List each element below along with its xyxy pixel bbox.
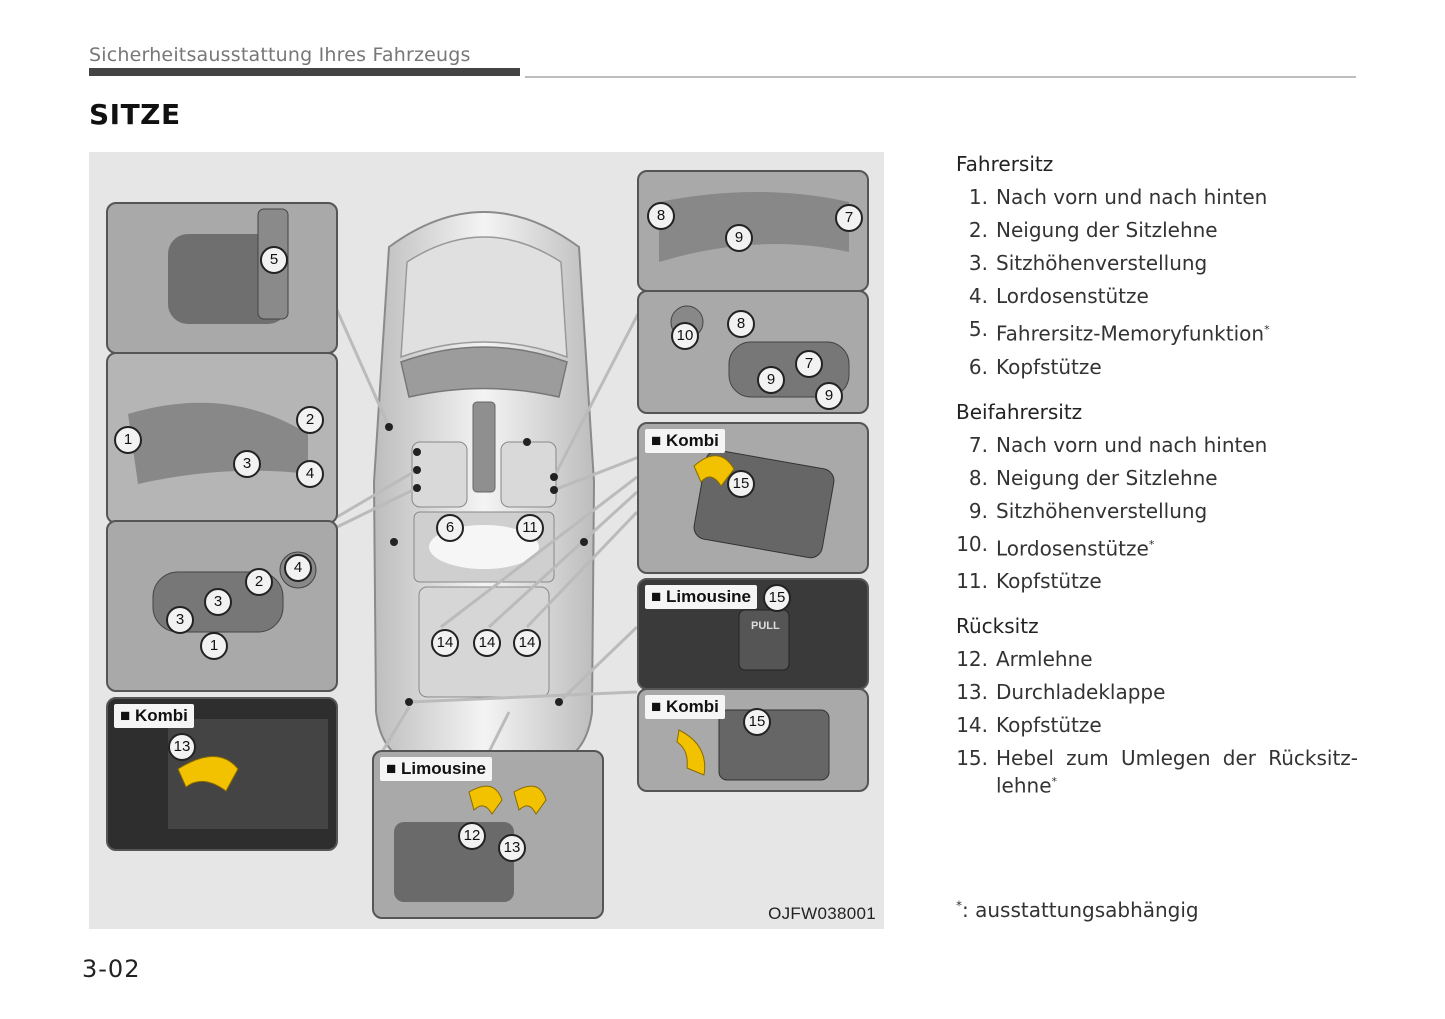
callout-3: 3 bbox=[233, 450, 261, 478]
variant-tag-limousine: ■ Limousine bbox=[380, 757, 493, 781]
memory-switch-panel: 5 bbox=[106, 202, 338, 354]
variant-tag-limousine: ■ Limousine bbox=[645, 585, 758, 609]
list-item: 12.Armlehne bbox=[956, 647, 1093, 672]
callout-11: 11 bbox=[516, 514, 544, 542]
list-item: 11.Kopfstütze bbox=[956, 569, 1102, 594]
list-item: 13.Durchladeklappe bbox=[956, 680, 1166, 705]
callout-5: 5 bbox=[260, 246, 288, 274]
callout-9: 9 bbox=[757, 366, 785, 394]
limousine-armrest-panel: ■ Limousine 12 13 bbox=[372, 750, 604, 919]
list-item: 14.Kopfstütze bbox=[956, 713, 1102, 738]
list-item: 3.Sitzhöhenverstellung bbox=[968, 251, 1208, 275]
passenger-seat-side-panel: 8 7 9 bbox=[637, 170, 869, 292]
variant-tag-kombi: ■ Kombi bbox=[114, 704, 194, 728]
header-rule bbox=[525, 76, 1356, 78]
callout-7: 7 bbox=[835, 204, 863, 232]
pull-label: PULL bbox=[751, 620, 780, 632]
callout-2: 2 bbox=[296, 406, 324, 434]
list-item: 8.Neigung der Sitzlehne bbox=[968, 465, 1218, 490]
callout-15: 15 bbox=[743, 708, 771, 736]
footnote-mark: * bbox=[1148, 537, 1155, 551]
callout-13: 13 bbox=[498, 834, 526, 862]
callout-6: 6 bbox=[436, 514, 464, 542]
list-item: 4.Lordosenstütze bbox=[968, 284, 1149, 308]
driver-seat-side-panel: 1 2 3 4 bbox=[106, 352, 338, 524]
figure-code: OJFW038001 bbox=[768, 904, 876, 923]
list-item: 2.Neigung der Sitzlehne bbox=[968, 218, 1218, 242]
kombi-rear-lever-panel: ■ Kombi 15 bbox=[637, 688, 869, 792]
callout-14: 14 bbox=[473, 629, 501, 657]
list-item: 9.Sitzhöhenverstellung bbox=[968, 498, 1208, 523]
list-item: 15.Hebel zum Umlegen der Rücksitz-lehne* bbox=[956, 746, 1358, 798]
variant-tag-kombi: ■ Kombi bbox=[645, 695, 725, 719]
callout-9: 9 bbox=[815, 382, 843, 410]
seat-illustration: 6 11 14 14 14 5 1 2 3 4 3 3 2 4 1 ■ Komb… bbox=[89, 152, 884, 929]
breadcrumb: Sicherheitsausstattung Ihres Fahrzeugs bbox=[89, 44, 471, 66]
section-ruecksitz: Rücksitz 12.Armlehne 13.Durchladeklappe … bbox=[956, 614, 1358, 798]
callout-3: 3 bbox=[204, 588, 232, 616]
section-title: Fahrersitz bbox=[956, 152, 1054, 176]
callout-13: 13 bbox=[168, 733, 196, 761]
callout-8: 8 bbox=[647, 202, 675, 230]
callout-4: 4 bbox=[296, 460, 324, 488]
footnote: *: ausstattungsabhängig bbox=[956, 898, 1199, 922]
legend-list: Fahrersitz 1.Nach vorn und nach hinten 2… bbox=[956, 152, 1358, 819]
section-beifahrersitz: Beifahrersitz 7.Nach vorn und nach hinte… bbox=[956, 400, 1358, 594]
kombi-folding-lever-panel: ■ Kombi 15 bbox=[637, 422, 869, 574]
car-overview-drawing bbox=[327, 211, 641, 763]
callout-3: 3 bbox=[166, 606, 194, 634]
callout-14: 14 bbox=[431, 629, 459, 657]
footnote-mark: * bbox=[1264, 323, 1270, 336]
footnote-mark: * bbox=[1051, 775, 1058, 789]
header-bar bbox=[89, 68, 520, 76]
list-item: 6.Kopfstütze bbox=[968, 354, 1102, 379]
section-title: Rücksitz bbox=[956, 614, 1039, 639]
callout-15: 15 bbox=[727, 470, 755, 498]
list-item: 1.Nach vorn und nach hinten bbox=[968, 185, 1268, 209]
variant-tag-kombi: ■ Kombi bbox=[645, 429, 725, 453]
driver-seat-switch-panel: 3 3 2 4 1 bbox=[106, 520, 338, 692]
list-item: 5.Fahrersitz-Memoryfunktion* bbox=[968, 317, 1270, 346]
callout-1: 1 bbox=[114, 426, 142, 454]
list-item: 10.Lordosenstütze* bbox=[956, 531, 1155, 561]
page-number: 3-02 bbox=[82, 955, 141, 983]
callout-7: 7 bbox=[795, 350, 823, 378]
callout-2: 2 bbox=[245, 568, 273, 596]
callout-10: 10 bbox=[671, 322, 699, 350]
callout-8: 8 bbox=[727, 310, 755, 338]
callout-15: 15 bbox=[763, 584, 791, 612]
limousine-folding-lever-panel: ■ Limousine 15 PULL bbox=[637, 578, 869, 690]
callout-14: 14 bbox=[513, 629, 541, 657]
kombi-armrest-panel: ■ Kombi 13 bbox=[106, 697, 338, 851]
callout-12: 12 bbox=[458, 822, 486, 850]
callout-9: 9 bbox=[725, 224, 753, 252]
section-fahrersitz: Fahrersitz 1.Nach vorn und nach hinten 2… bbox=[956, 152, 1358, 379]
page-title: SITZE bbox=[89, 98, 181, 131]
callout-1: 1 bbox=[200, 632, 228, 660]
callout-4: 4 bbox=[284, 554, 312, 582]
passenger-seat-switch-panel: 10 8 7 9 9 bbox=[637, 290, 869, 414]
section-title: Beifahrersitz bbox=[956, 399, 1083, 424]
list-item: 7.Nach vorn und nach hinten bbox=[968, 432, 1268, 457]
